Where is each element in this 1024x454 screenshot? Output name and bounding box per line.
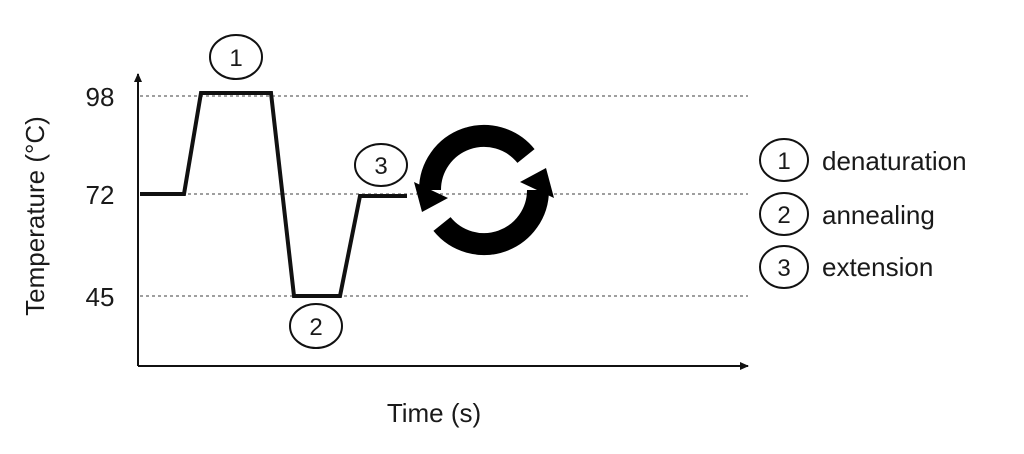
y-axis-label: Temperature (°C) [20, 116, 50, 316]
y-tick-98: 98 [86, 82, 115, 112]
step-marker-3-label: 3 [374, 153, 387, 180]
step-marker-2-label: 2 [309, 314, 322, 341]
step-marker-1: 1 [209, 34, 263, 80]
legend-label: denaturation [822, 146, 967, 176]
x-axis-label: Time (s) [387, 398, 481, 428]
legend-number: 1 [777, 148, 790, 175]
legend-item-annealing: 2 annealing [759, 192, 935, 236]
legend-item-denaturation: 1 denaturation [759, 138, 967, 182]
step-marker-1-label: 1 [229, 45, 242, 72]
temperature-profile-line [140, 91, 407, 298]
legend: 1 denaturation 2 annealing 3 extension [759, 138, 967, 289]
legend-label: annealing [822, 200, 935, 230]
legend-label: extension [822, 252, 933, 282]
step-marker-2: 2 [289, 303, 343, 349]
legend-item-extension: 3 extension [759, 245, 933, 289]
cycle-arrows-icon [414, 124, 554, 256]
legend-number: 3 [777, 255, 790, 282]
legend-number: 2 [777, 202, 790, 229]
y-tick-45: 45 [86, 282, 115, 312]
step-marker-3: 3 [354, 143, 408, 187]
y-tick-72: 72 [86, 180, 115, 210]
